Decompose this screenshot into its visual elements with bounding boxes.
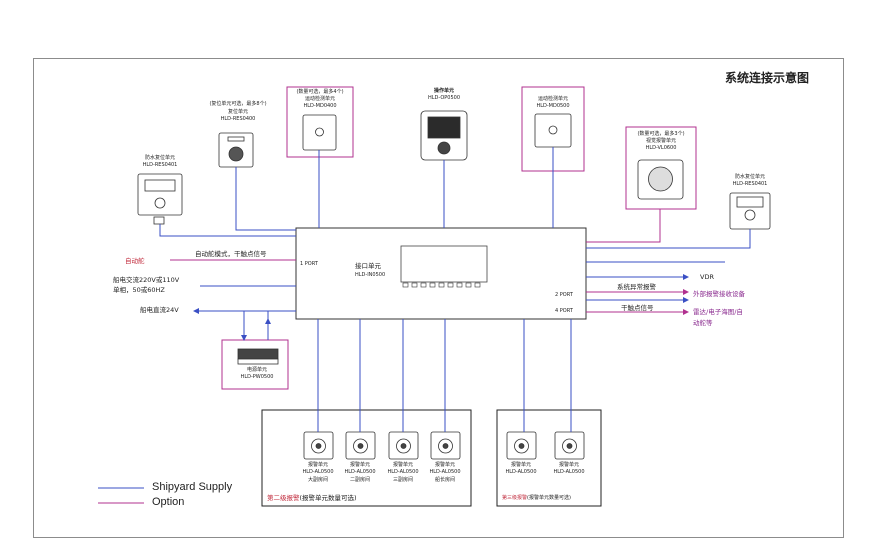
motion-right-device [534, 113, 572, 148]
waterproof-right-name: 防水复位单元 [734, 174, 766, 180]
alarm-group-2-label: 第二级报警 [267, 494, 300, 502]
alarm-group-3-label: 第三级报警 [502, 495, 528, 501]
interface-unit-box [295, 227, 587, 320]
visual-alarm-name: 视觉报警单元 [645, 138, 677, 144]
radar-label-2: 动舵等 [693, 319, 713, 327]
visual-alarm-device [637, 159, 684, 200]
dc-power-label: 船电直流24V [140, 306, 179, 314]
alarm-unit-model: HLD-AL0500 [429, 469, 461, 475]
motion-left-model: HLD-MD0400 [303, 103, 337, 109]
motion-left-name: 运动检测单元 [304, 96, 336, 102]
interface-unit-model: HLD-IN0500 [355, 272, 386, 278]
ac-power-label: 船电交流220V或110V [113, 276, 180, 284]
ac-power-label-2: 单相，50或60HZ [113, 286, 165, 294]
autopilot-label: 自动舵 [125, 257, 145, 265]
alarm-group-2-frame [261, 409, 472, 507]
vdr-label: VDR [700, 273, 714, 281]
ext-alarm-label: 外部报警接收设备 [693, 290, 745, 298]
alarm-unit-name: 报警单元 [510, 462, 532, 468]
alarm-devices [303, 431, 585, 460]
alarm-unit-model: HLD-AL0500 [553, 469, 585, 475]
alarm-unit-room: 船长房间 [434, 477, 456, 483]
alarm-unit-model: HLD-AL0500 [344, 469, 376, 475]
port-1-label: 1 PORT [300, 261, 318, 267]
alarm-unit-model: HLD-AL0500 [505, 469, 537, 475]
operator-model: HLD-OP0500 [427, 95, 461, 101]
waterproof-right-model: HLD-RES0401 [732, 181, 768, 187]
interface-unit-name: 接口单元 [355, 262, 381, 270]
alarm-unit-name: 报警单元 [307, 462, 329, 468]
motion-left-device [302, 114, 337, 151]
motion-left-note: (数量可选，最多4个) [296, 89, 344, 95]
visual-alarm-option-box [625, 126, 697, 210]
power-unit-model: HLD-PW0500 [240, 374, 274, 380]
port-2-label: 2 PORT [555, 292, 573, 298]
alarm-group-2-caption: 第二级报警(报警单元数量可选) [267, 495, 357, 502]
interface-terminals [402, 282, 481, 288]
legend-supply-label: Shipyard Supply [152, 481, 233, 493]
diagram-frame [33, 58, 844, 538]
power-device [237, 348, 279, 365]
power-unit-name: 电源单元 [246, 367, 268, 373]
autopilot-mode-label: 自动舵模式，干触点信号 [195, 250, 267, 258]
reset-unit-note: (复位单元可选，最多8个) [209, 101, 267, 107]
alarm-unit-name: 报警单元 [434, 462, 456, 468]
radar-label: 雷达/电子海图/自 [693, 308, 743, 316]
visual-alarm-model: HLD-VL0600 [645, 145, 677, 151]
supply-wires [159, 147, 751, 432]
visual-alarm-note: (数量可选，最多3个) [637, 131, 685, 137]
reset-unit-name: 复位单元 [227, 109, 249, 115]
waterproof-left-device [137, 173, 183, 225]
alarm-unit-name: 报警单元 [558, 462, 580, 468]
alarm-group-3-note: (报警单元数量可选) [527, 495, 571, 501]
motion-left-option-box [286, 86, 354, 158]
waterproof-left-name: 防水复位单元 [144, 155, 176, 161]
reset-unit-device [218, 132, 254, 168]
legend-option-label: Option [152, 496, 185, 508]
dry-contact-label: 干触点信号 [621, 304, 654, 312]
waterproof-left-model: HLD-RES0401 [142, 162, 178, 168]
port-4-label: 4 PORT [555, 308, 573, 314]
alarm-unit-name: 报警单元 [349, 462, 371, 468]
reset-unit-model: HLD-RES0400 [220, 116, 256, 122]
alarm-unit-room: 三副房间 [392, 477, 414, 483]
supply-arrows [193, 308, 271, 341]
alarm-group-3-caption: 第三级报警(报警单元数量可选) [502, 496, 571, 501]
operator-name: 操作单元 [433, 88, 455, 94]
motion-right-name: 运动检测单元 [537, 96, 569, 102]
interface-unit-board [400, 245, 488, 283]
alarm-unit-model: HLD-AL0500 [387, 469, 419, 475]
diagram-title: 系统连接示意图 [725, 71, 810, 85]
operator-device [420, 110, 468, 161]
alarm-unit-name: 报警单元 [392, 462, 414, 468]
alarm-unit-room: 二副房间 [349, 477, 371, 483]
waterproof-right-device [729, 192, 771, 230]
alarm-group-2-note: (报警单元数量可选) [299, 494, 357, 502]
motion-right-model: HLD-MD0500 [536, 103, 570, 109]
power-option-box [221, 339, 289, 390]
alarm-group-3-frame [496, 409, 602, 507]
alarm-unit-room: 大副房间 [307, 477, 329, 483]
alarm-unit-model: HLD-AL0500 [302, 469, 334, 475]
option-wires [170, 209, 689, 315]
sys-fault-label: 系统异常报警 [617, 283, 656, 291]
